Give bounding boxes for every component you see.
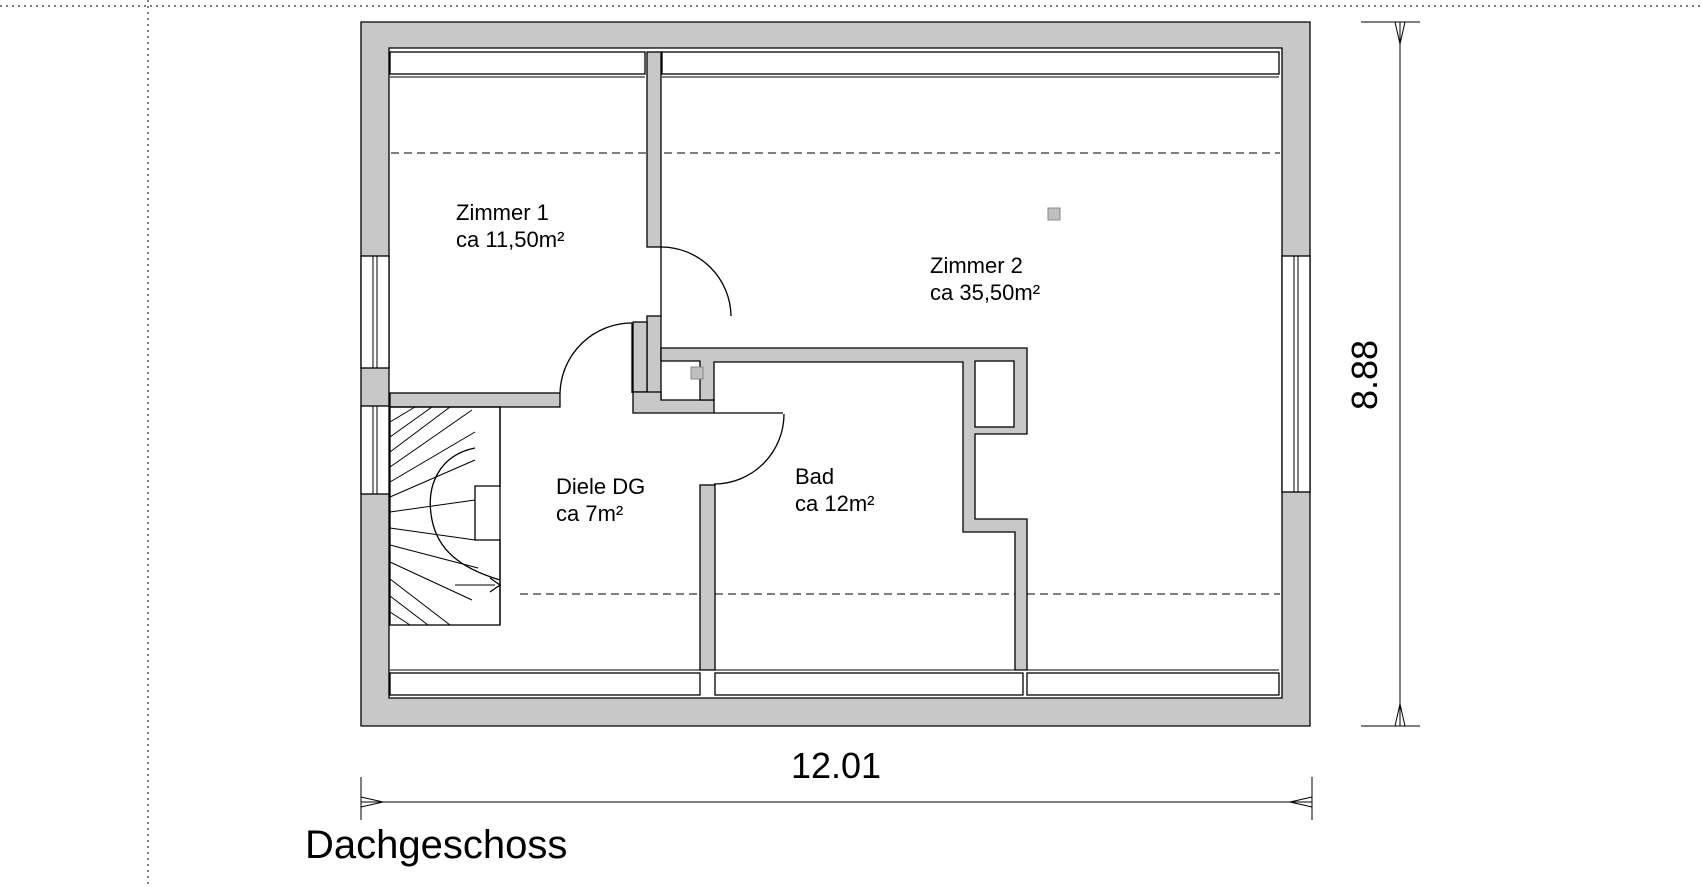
plan-title: Dachgeschoss (305, 823, 567, 867)
door-zimmer-1 (660, 246, 732, 317)
window-left-stair (360, 405, 390, 495)
room-name: Zimmer 2 (930, 253, 1023, 278)
room-name: Zimmer 1 (456, 200, 549, 225)
room-area: ca 35,50m² (930, 280, 1040, 305)
width-dimension (360, 777, 1313, 820)
width-dimension-label: 12.01 (791, 745, 881, 786)
vent-icon (1047, 207, 1061, 221)
knee-wall-top (389, 51, 1280, 78)
room-area: ca 11,50m² (456, 227, 564, 252)
outer-walls (360, 21, 1311, 727)
door-diele (559, 322, 633, 394)
room-area: ca 12m² (795, 491, 874, 516)
window-left-upper (360, 255, 390, 369)
door-bad (713, 412, 785, 485)
knee-wall-bottom (389, 669, 1280, 696)
room-area: ca 7m² (556, 501, 623, 526)
height-dimension-label: 8.88 (1344, 340, 1385, 410)
room-name: Diele DG (556, 474, 645, 499)
height-dimension (1361, 21, 1420, 727)
room-name: Bad (795, 464, 834, 489)
staircase (389, 406, 502, 626)
window-right (1281, 255, 1311, 493)
vent-icon (690, 366, 704, 380)
interior-walls (389, 51, 1028, 671)
